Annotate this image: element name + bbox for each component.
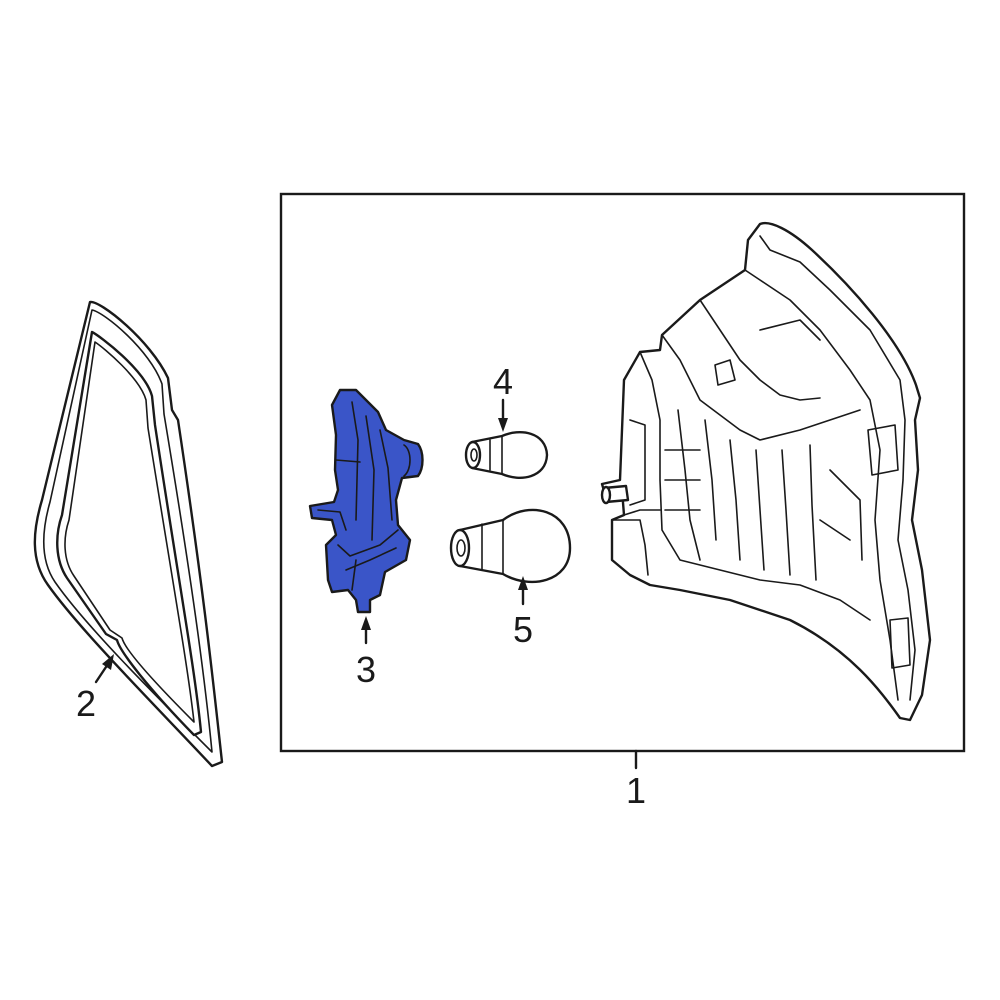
- callout-label-1: 1: [626, 770, 646, 811]
- callout-arrowhead-5: [518, 576, 528, 590]
- callout-2: 2: [76, 654, 114, 724]
- small-bulb-part-4[interactable]: [464, 431, 549, 479]
- callout-1: 1: [626, 749, 646, 811]
- callout-4: 4: [493, 361, 513, 432]
- tail-lamp-housing-part-1[interactable]: [600, 221, 932, 722]
- callout-label-4: 4: [493, 361, 513, 402]
- callout-arrowhead-3: [361, 616, 371, 630]
- callout-label-3: 3: [356, 649, 376, 690]
- callout-5: 5: [513, 576, 533, 650]
- callout-label-2: 2: [76, 683, 96, 724]
- callout-arrowhead-2: [102, 654, 114, 670]
- assembly-box: [279, 192, 966, 753]
- bulb-socket-part-3[interactable]: [308, 388, 424, 614]
- callout-label-5: 5: [513, 609, 533, 650]
- gasket-part-2[interactable]: [33, 300, 224, 768]
- callout-3: 3: [356, 616, 376, 690]
- callout-arrowhead-4: [498, 418, 508, 432]
- large-bulb-part-5[interactable]: [449, 508, 572, 584]
